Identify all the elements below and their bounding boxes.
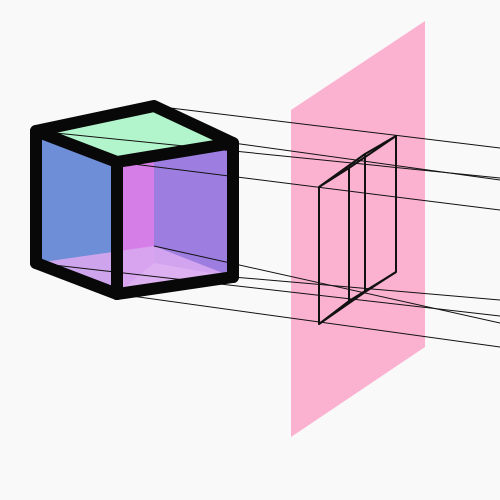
projection-ray — [116, 293, 500, 348]
cube-edges — [30, 100, 239, 300]
projection-plane — [291, 21, 425, 437]
projection-ray — [153, 105, 500, 149]
projected-edge — [348, 271, 397, 302]
cube-right-face — [154, 143, 233, 277]
cube-edge — [111, 271, 239, 300]
projected-edge — [318, 291, 366, 325]
projected-edge — [318, 153, 366, 188]
cube-left-face — [36, 131, 117, 294]
projected-cube-outline — [318, 135, 397, 325]
projection-ray — [153, 245, 500, 324]
projected-edge — [348, 135, 397, 169]
cube-edge — [30, 257, 123, 300]
projection-rays — [35, 105, 500, 348]
projection-ray — [232, 142, 500, 181]
projection-ray — [35, 130, 500, 179]
projection-ray — [232, 276, 500, 301]
projection-ray — [116, 161, 500, 211]
